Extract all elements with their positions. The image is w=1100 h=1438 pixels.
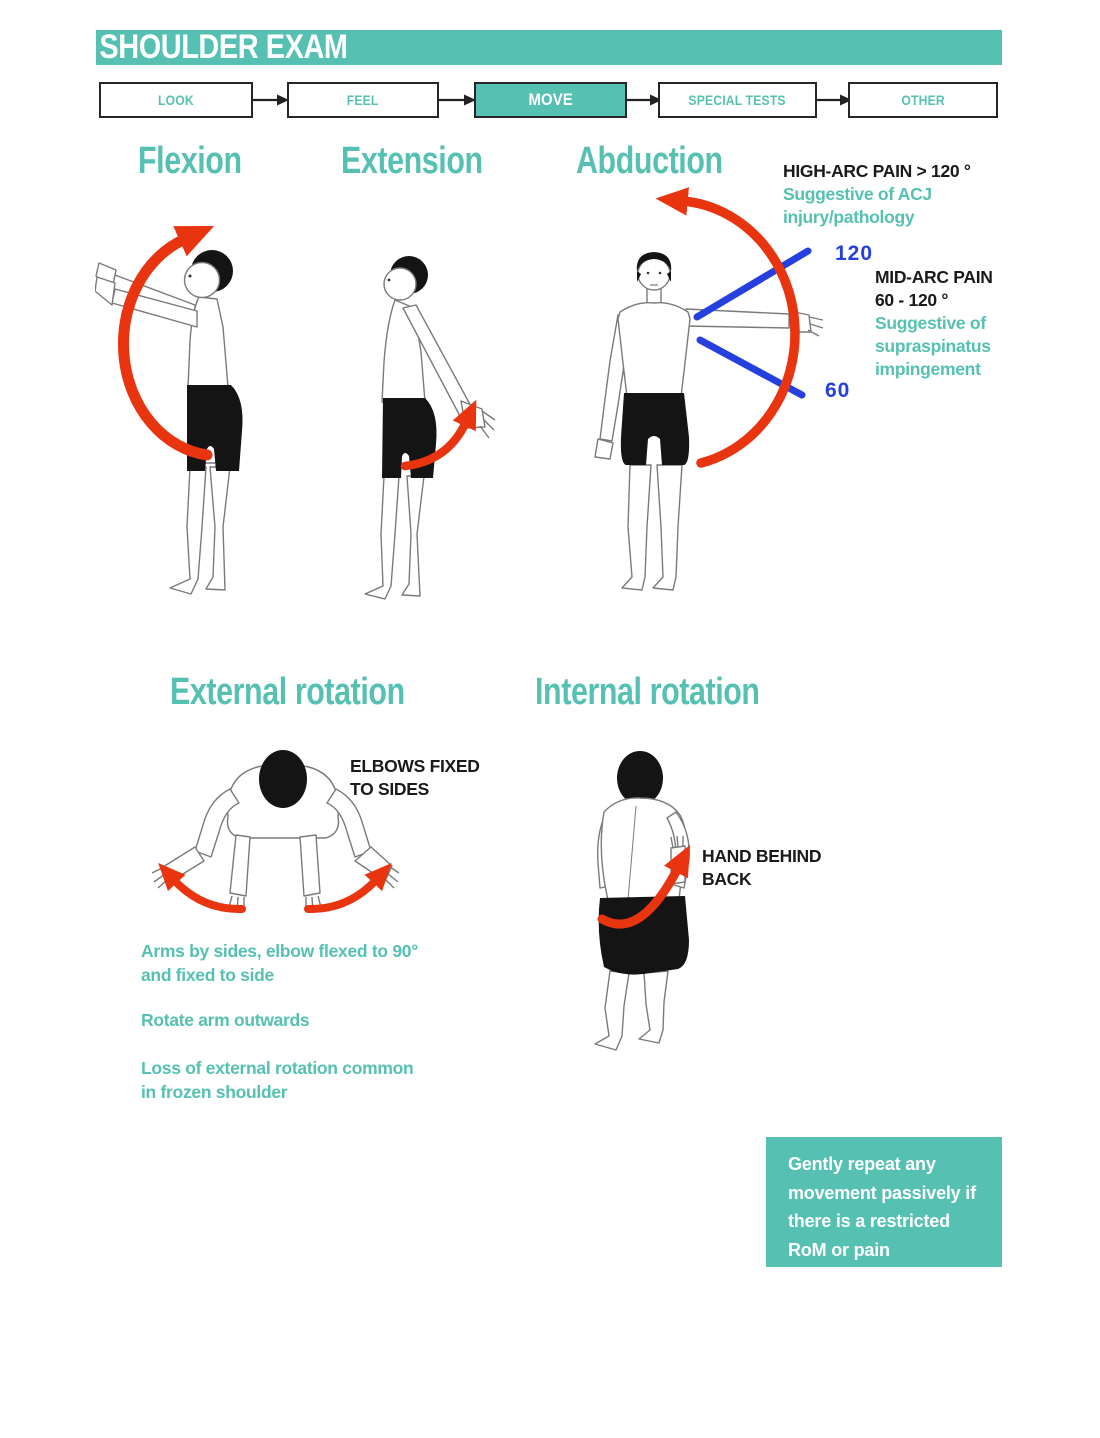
passive-movement-note-box: Gently repeat any movement passively if … (766, 1137, 1002, 1267)
mid-arc-note-line: Suggestive of (875, 313, 986, 333)
abduction-title: Abduction (576, 140, 723, 182)
flexion-title: Flexion (138, 140, 242, 182)
hand-behind-line: HAND BEHIND (702, 846, 822, 866)
high-arc-note-line: injury/pathology (783, 207, 915, 227)
elbows-fixed-callout: ELBOWS FIXED TO SIDES (350, 755, 480, 801)
flexion-arc-arrow (118, 226, 215, 461)
flexion-head (183, 261, 221, 299)
extension-arc-arrow (400, 399, 477, 471)
mid-arc-heading-line: MID-ARC PAIN (875, 267, 993, 287)
flow-step-special-tests: SPECIAL TESTS (658, 82, 817, 118)
page-title: SHOULDER EXAM (99, 28, 348, 66)
flexion-eye (188, 274, 192, 278)
flow-arrow-icon (437, 94, 476, 106)
external-rotation-title: External rotation (170, 671, 405, 713)
internal-rotation-shorts (598, 896, 689, 975)
mid-arc-heading-line: 60 - 120 ° (875, 290, 949, 310)
extension-eye (387, 278, 391, 282)
angle-label-120: 120 (835, 242, 874, 265)
flow-step-other: OTHER (848, 82, 998, 118)
hand-behind-back-callout: HAND BEHIND BACK (702, 845, 822, 891)
hand-behind-line: BACK (702, 869, 752, 889)
abduction-face (646, 271, 662, 286)
footer-note-line: movement passively if (788, 1182, 976, 1203)
external-rotation-left-arrow (158, 863, 246, 914)
abduction-arc-arrow (655, 187, 800, 468)
high-arc-note-line: Suggestive of ACJ (783, 184, 932, 204)
external-rotation-note-2: Rotate arm outwards (141, 1008, 310, 1032)
abduction-hair (636, 252, 672, 282)
note-line: Rotate arm outwards (141, 1010, 310, 1030)
note-line: and fixed to side (141, 965, 274, 985)
mid-arc-pain-callout: MID-ARC PAIN 60 - 120 ° Suggestive of su… (875, 266, 993, 381)
flow-arrow-icon (250, 94, 289, 106)
extension-head (383, 267, 417, 301)
flow-arrow-icon (623, 94, 662, 106)
external-rotation-figure-illustration (151, 750, 400, 914)
note-line: Loss of external rotation common (141, 1058, 414, 1078)
footer-note-line: RoM or pain (788, 1239, 890, 1260)
footer-note-line: Gently repeat any (788, 1154, 936, 1174)
abduction-shorts (620, 393, 690, 465)
flow-step-look: LOOK (99, 82, 253, 118)
high-arc-heading: HIGH-ARC PAIN > 120 ° (783, 161, 971, 181)
note-line: Arms by sides, elbow flexed to 90° (141, 941, 418, 961)
flow-step-label: OTHER (901, 92, 945, 108)
internal-rotation-title: Internal rotation (535, 671, 760, 713)
external-rotation-head (259, 750, 307, 808)
abduction-figure-illustration (594, 187, 824, 591)
internal-rotation-arc-arrow (597, 844, 691, 929)
flow-step-move-active: MOVE (474, 82, 627, 118)
flow-step-label: SPECIAL TESTS (688, 92, 787, 108)
flow-step-label: MOVE (528, 90, 573, 109)
flow-step-label: FEEL (347, 92, 379, 108)
mid-arc-note-line: supraspinatus (875, 336, 991, 356)
note-line: in frozen shoulder (141, 1082, 288, 1102)
elbows-fixed-line: TO SIDES (350, 779, 429, 799)
extension-figure-illustration (364, 256, 496, 600)
elbows-fixed-line: ELBOWS FIXED (350, 756, 480, 776)
internal-rotation-head (617, 751, 663, 805)
flow-step-label: LOOK (158, 92, 194, 108)
flexion-figure-illustration (95, 226, 243, 595)
flow-arrow-icon (813, 94, 852, 106)
header-bar: SHOULDER EXAM (96, 30, 1002, 65)
high-arc-pain-callout: HIGH-ARC PAIN > 120 ° Suggestive of ACJ … (783, 160, 971, 229)
extension-title: Extension (341, 140, 483, 182)
external-rotation-right-arrow (304, 863, 392, 914)
external-rotation-note-1: Arms by sides, elbow flexed to 90° and f… (141, 939, 418, 987)
angle-label-60: 60 (825, 379, 851, 402)
flow-step-feel: FEEL (287, 82, 439, 118)
internal-rotation-figure-illustration (594, 751, 691, 1051)
footer-note-line: there is a restricted (788, 1211, 950, 1231)
abduction-person (594, 286, 824, 591)
external-rotation-note-3: Loss of external rotation common in froz… (141, 1056, 414, 1104)
mid-arc-note-line: impingement (875, 359, 981, 379)
